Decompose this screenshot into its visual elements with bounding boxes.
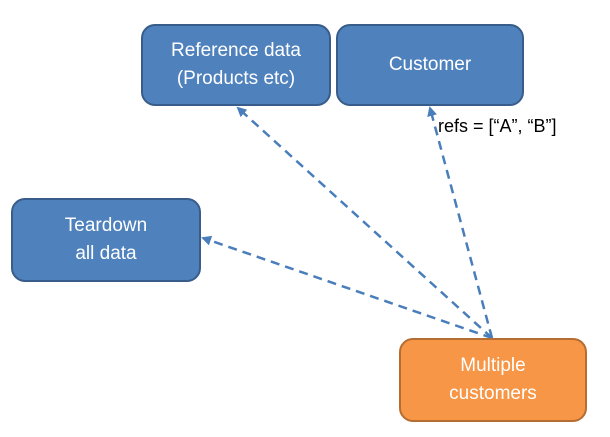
node-customer: Customer <box>336 24 524 106</box>
node-label-line: all data <box>75 243 137 264</box>
edge-multiple-to-teardown <box>201 235 493 340</box>
edge-multiple-to-reference <box>236 106 493 339</box>
node-label-line: customers <box>449 383 537 404</box>
node-label-line: Customer <box>388 54 472 75</box>
node-label-line: (Products etc) <box>176 68 296 89</box>
node-label-line: Reference data <box>171 40 301 61</box>
node-label-line: Multiple <box>460 355 526 376</box>
edge-multiple-to-customer <box>427 106 494 339</box>
node-multiple-customers: Multiple customers <box>399 338 587 422</box>
node-teardown-all-data: Teardown all data <box>11 198 201 282</box>
node-reference-data: Reference data (Products etc) <box>141 24 331 106</box>
node-label-line: Teardown <box>64 215 148 236</box>
refs-annotation: refs = [“A”, “B”] <box>438 116 557 136</box>
